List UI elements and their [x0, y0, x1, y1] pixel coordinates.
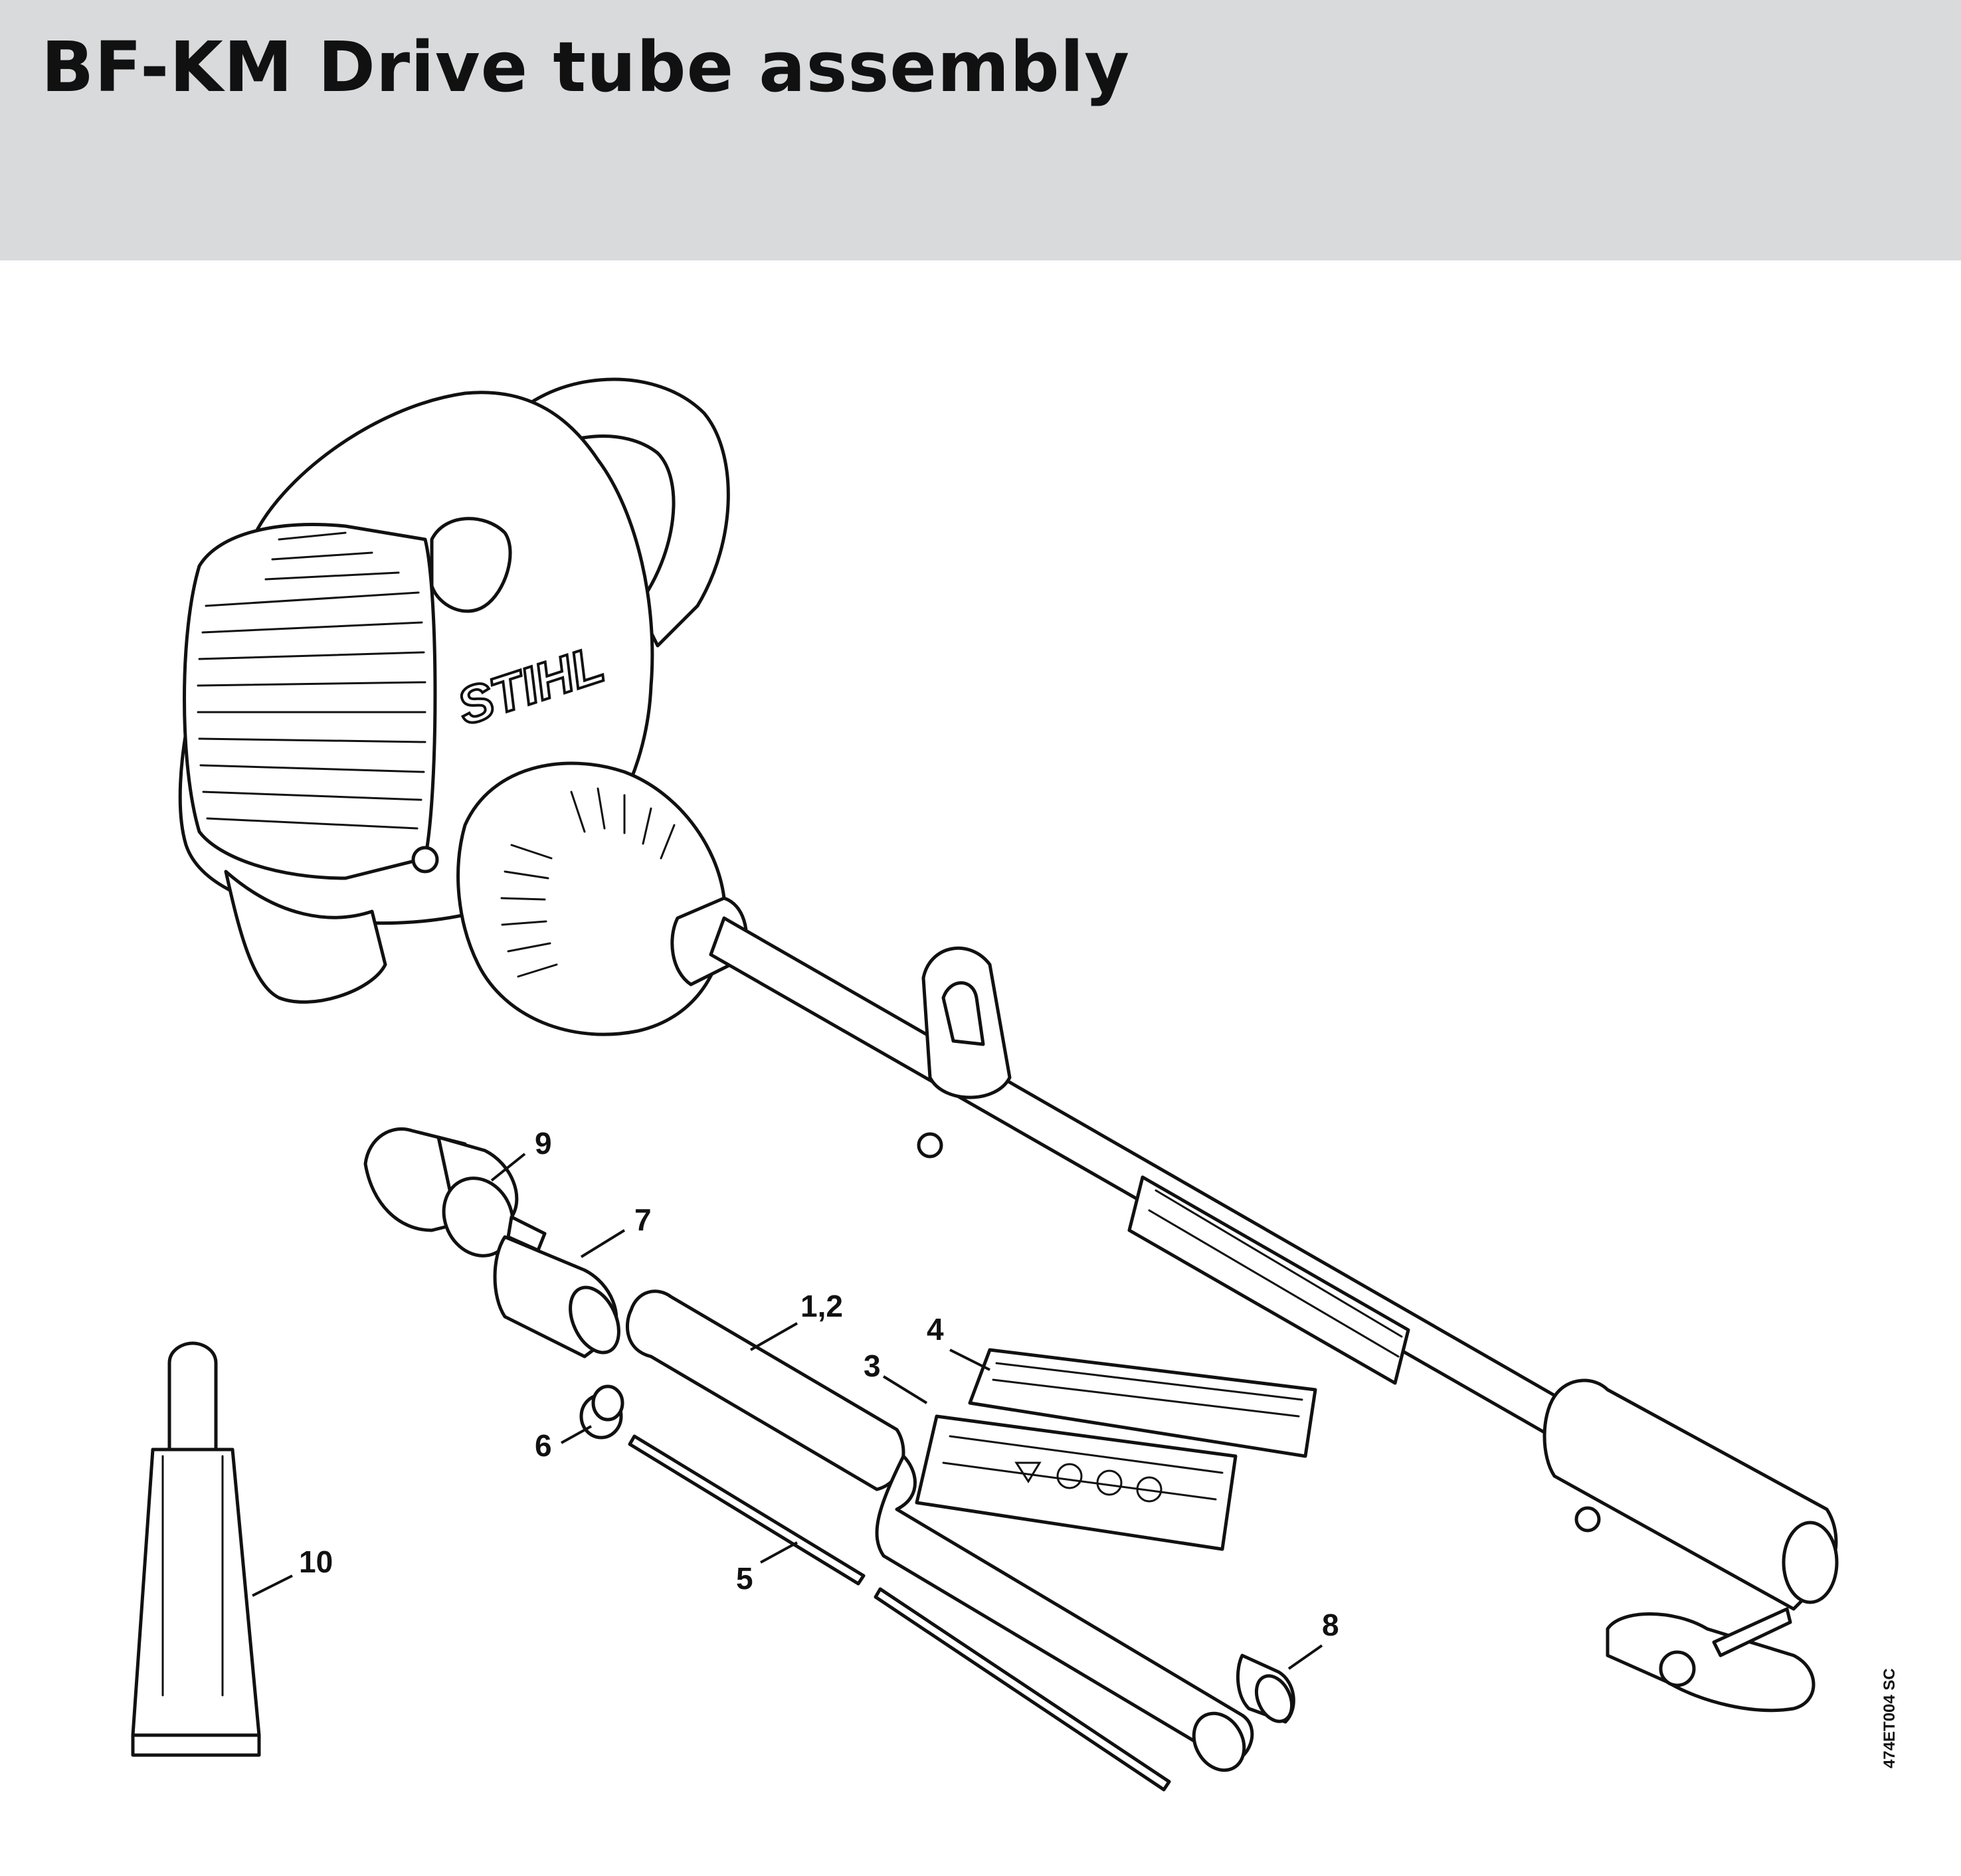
- part-10-grease-tube: [131, 1341, 261, 1757]
- part-8-end-bushing: [1236, 1653, 1295, 1724]
- exploded-parts-diagram: STIHL: [131, 377, 1899, 1792]
- callout-3: 3: [864, 1349, 881, 1383]
- part-3-4-decals: [915, 1348, 1317, 1551]
- part-1-2-drive-tube: [626, 1289, 1254, 1772]
- diagram-reference-code: 474ET004 SC: [1881, 1668, 1899, 1768]
- callout-8: 8: [1322, 1608, 1339, 1642]
- page-title: BF-KM Drive tube assembly: [41, 27, 1131, 108]
- part-9-cone-cap: [363, 1127, 519, 1258]
- header-band: BF-KM Drive tube assembly: [0, 0, 1961, 260]
- callout-6: 6: [535, 1428, 552, 1463]
- callout-9: 9: [535, 1126, 552, 1161]
- part-7-bushing: [493, 1215, 620, 1359]
- assembled-drive-tube: [709, 916, 1839, 1713]
- callout-leaders: [252, 1153, 1323, 1670]
- engine-power-head: STIHL: [178, 377, 749, 1036]
- part-5-drive-shaft: [628, 1434, 1171, 1792]
- callout-5: 5: [736, 1561, 753, 1596]
- callout-1-2: 1,2: [800, 1289, 843, 1323]
- callout-7: 7: [634, 1202, 652, 1237]
- callout-10: 10: [299, 1545, 333, 1579]
- callout-4: 4: [927, 1312, 944, 1347]
